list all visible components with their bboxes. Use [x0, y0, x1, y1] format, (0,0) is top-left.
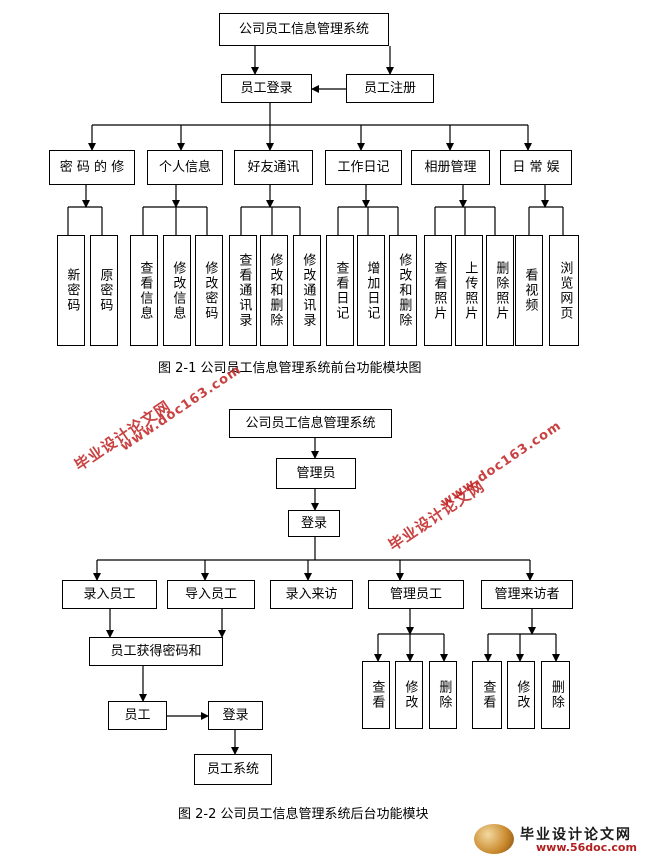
d1-module-password: 密 码 的 修 [49, 150, 135, 185]
d1-module-album: 相册管理 [411, 150, 490, 185]
d1-leaf-add-diary: 增加日记 [357, 235, 385, 346]
d1-leaf-upload-photos: 上传照片 [455, 235, 483, 346]
d2-leaf-edit-visitor: 修改 [507, 661, 535, 729]
d2-leaf-view-visitor: 查看 [472, 661, 502, 729]
d2-get-password-box: 员工获得密码和 [89, 637, 223, 666]
d1-leaf-new-password: 新密码 [57, 235, 85, 346]
d1-module-personal-info: 个人信息 [147, 150, 223, 185]
d1-leaf-edit-info: 修改信息 [163, 235, 191, 346]
d2-module-add-employee: 录入员工 [62, 580, 157, 609]
d2-employee-login-box: 登录 [208, 701, 263, 730]
d1-leaf-change-password: 修改密码 [195, 235, 223, 346]
d2-employee-system-box: 员工系统 [194, 754, 272, 785]
d1-login-box: 员工登录 [221, 74, 312, 103]
d1-leaf-view-photos: 查看照片 [424, 235, 452, 346]
d1-leaf-delete-photos: 删除照片 [486, 235, 514, 346]
d2-leaf-delete-employee: 删除 [429, 661, 457, 729]
d1-leaf-edit-delete-contacts: 修改和删除 [260, 235, 288, 346]
d1-leaf-browse-web: 浏览网页 [549, 235, 579, 346]
d1-leaf-edit-delete-diary: 修改和删除 [389, 235, 417, 346]
d2-module-manage-employee: 管理员工 [368, 580, 464, 609]
d2-leaf-delete-visitor: 删除 [541, 661, 570, 729]
d2-admin-box: 管理员 [276, 458, 356, 489]
d1-caption: 图 2-1 公司员工信息管理系统前台功能模块图 [158, 361, 422, 376]
d1-register-box: 员工注册 [346, 74, 434, 103]
footer-logo-url: www.56doc.com [536, 841, 637, 854]
d2-module-manage-visitors: 管理来访者 [481, 580, 573, 609]
d2-root-box: 公司员工信息管理系统 [229, 409, 392, 438]
d1-leaf-old-password: 原密码 [90, 235, 118, 346]
d1-leaf-view-diary: 查看日记 [326, 235, 354, 346]
d1-module-work-diary: 工作日记 [325, 150, 402, 185]
d2-employee-box: 员工 [108, 701, 167, 730]
d1-leaf-view-contacts: 查看通讯录 [229, 235, 257, 346]
d2-login-box: 登录 [288, 510, 340, 537]
d2-module-add-visit: 录入来访 [270, 580, 353, 609]
d2-leaf-edit-employee: 修改 [395, 661, 423, 729]
footer-logo: 毕业设计论文网 www.56doc.com [470, 822, 646, 856]
footer-logo-cn: 毕业设计论文网 [520, 827, 632, 843]
d1-module-contacts: 好友通讯 [234, 150, 313, 185]
d1-module-entertainment: 日 常 娱 [500, 150, 572, 185]
d2-leaf-view-employee: 查看 [362, 661, 390, 729]
d1-leaf-edit-contacts: 修改通讯录 [293, 235, 321, 346]
globe-icon [474, 824, 514, 854]
d1-leaf-view-info: 查看信息 [130, 235, 158, 346]
d1-leaf-watch-video: 看视频 [515, 235, 543, 346]
d2-caption: 图 2-2 公司员工信息管理系统后台功能模块 [178, 807, 429, 822]
d1-root-box: 公司员工信息管理系统 [219, 13, 389, 46]
d2-module-import-employee: 导入员工 [167, 580, 255, 609]
